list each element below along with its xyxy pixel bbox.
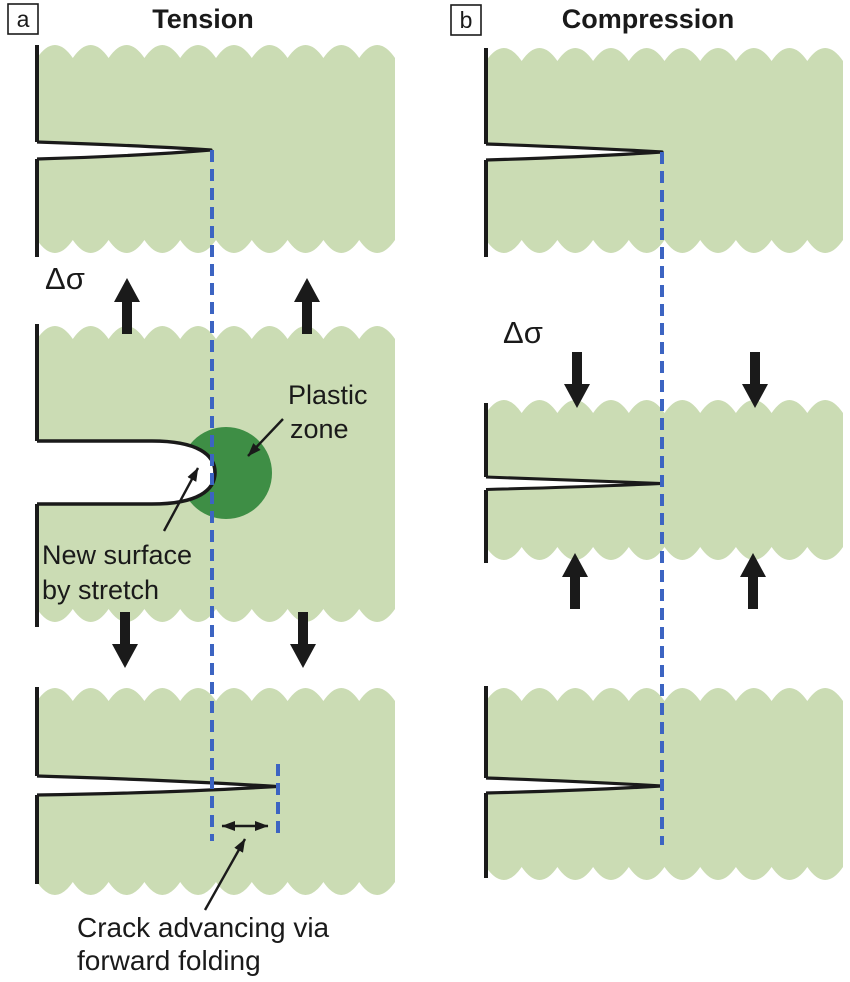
panel-b-label: b bbox=[460, 7, 473, 33]
crack-a-middle-blunted bbox=[37, 439, 217, 506]
compression-down-arrow-left bbox=[564, 352, 590, 408]
panel-a-title: Tension bbox=[152, 4, 254, 34]
material-blocks bbox=[37, 45, 844, 895]
compression-up-arrow-right bbox=[740, 553, 766, 609]
material-block-a-top bbox=[37, 45, 395, 253]
plastic-zone-label-line2: zone bbox=[290, 414, 349, 444]
panel-b-title: Compression bbox=[562, 4, 735, 34]
compression-up-arrow-left bbox=[562, 553, 588, 609]
plastic-zone-label-line1: Plastic bbox=[288, 380, 368, 410]
material-block-b-middle bbox=[485, 400, 844, 560]
panel-b-label-box bbox=[450, 4, 482, 36]
tension-down-arrow-right bbox=[290, 612, 316, 668]
crack-advance-pointer-arrow bbox=[203, 838, 247, 911]
panel-a-label-box bbox=[7, 3, 39, 35]
material-block-a-bottom bbox=[37, 688, 395, 895]
new-surface-label-line1: New surface bbox=[42, 540, 192, 570]
material-block-b-bottom bbox=[485, 688, 844, 880]
material-block-b-top bbox=[485, 48, 844, 253]
tension-down-arrow-left bbox=[112, 612, 138, 668]
compression-down-arrow-right bbox=[742, 352, 768, 408]
crack-advance-label-line1: Crack advancing via bbox=[77, 912, 330, 943]
plastic-zone-pointer-arrow bbox=[247, 418, 284, 457]
crack-advance-label-line2: forward folding bbox=[77, 945, 261, 976]
tension-up-arrow-right bbox=[294, 278, 320, 334]
stress-range-label-b: Δσ bbox=[503, 315, 543, 350]
stress-range-label-a: Δσ bbox=[45, 261, 85, 296]
panel-a-label: a bbox=[17, 6, 30, 32]
new-surface-label-line2: by stretch bbox=[42, 575, 159, 605]
new-surface-pointer-arrow bbox=[162, 467, 200, 532]
tension-up-arrow-left bbox=[114, 278, 140, 334]
